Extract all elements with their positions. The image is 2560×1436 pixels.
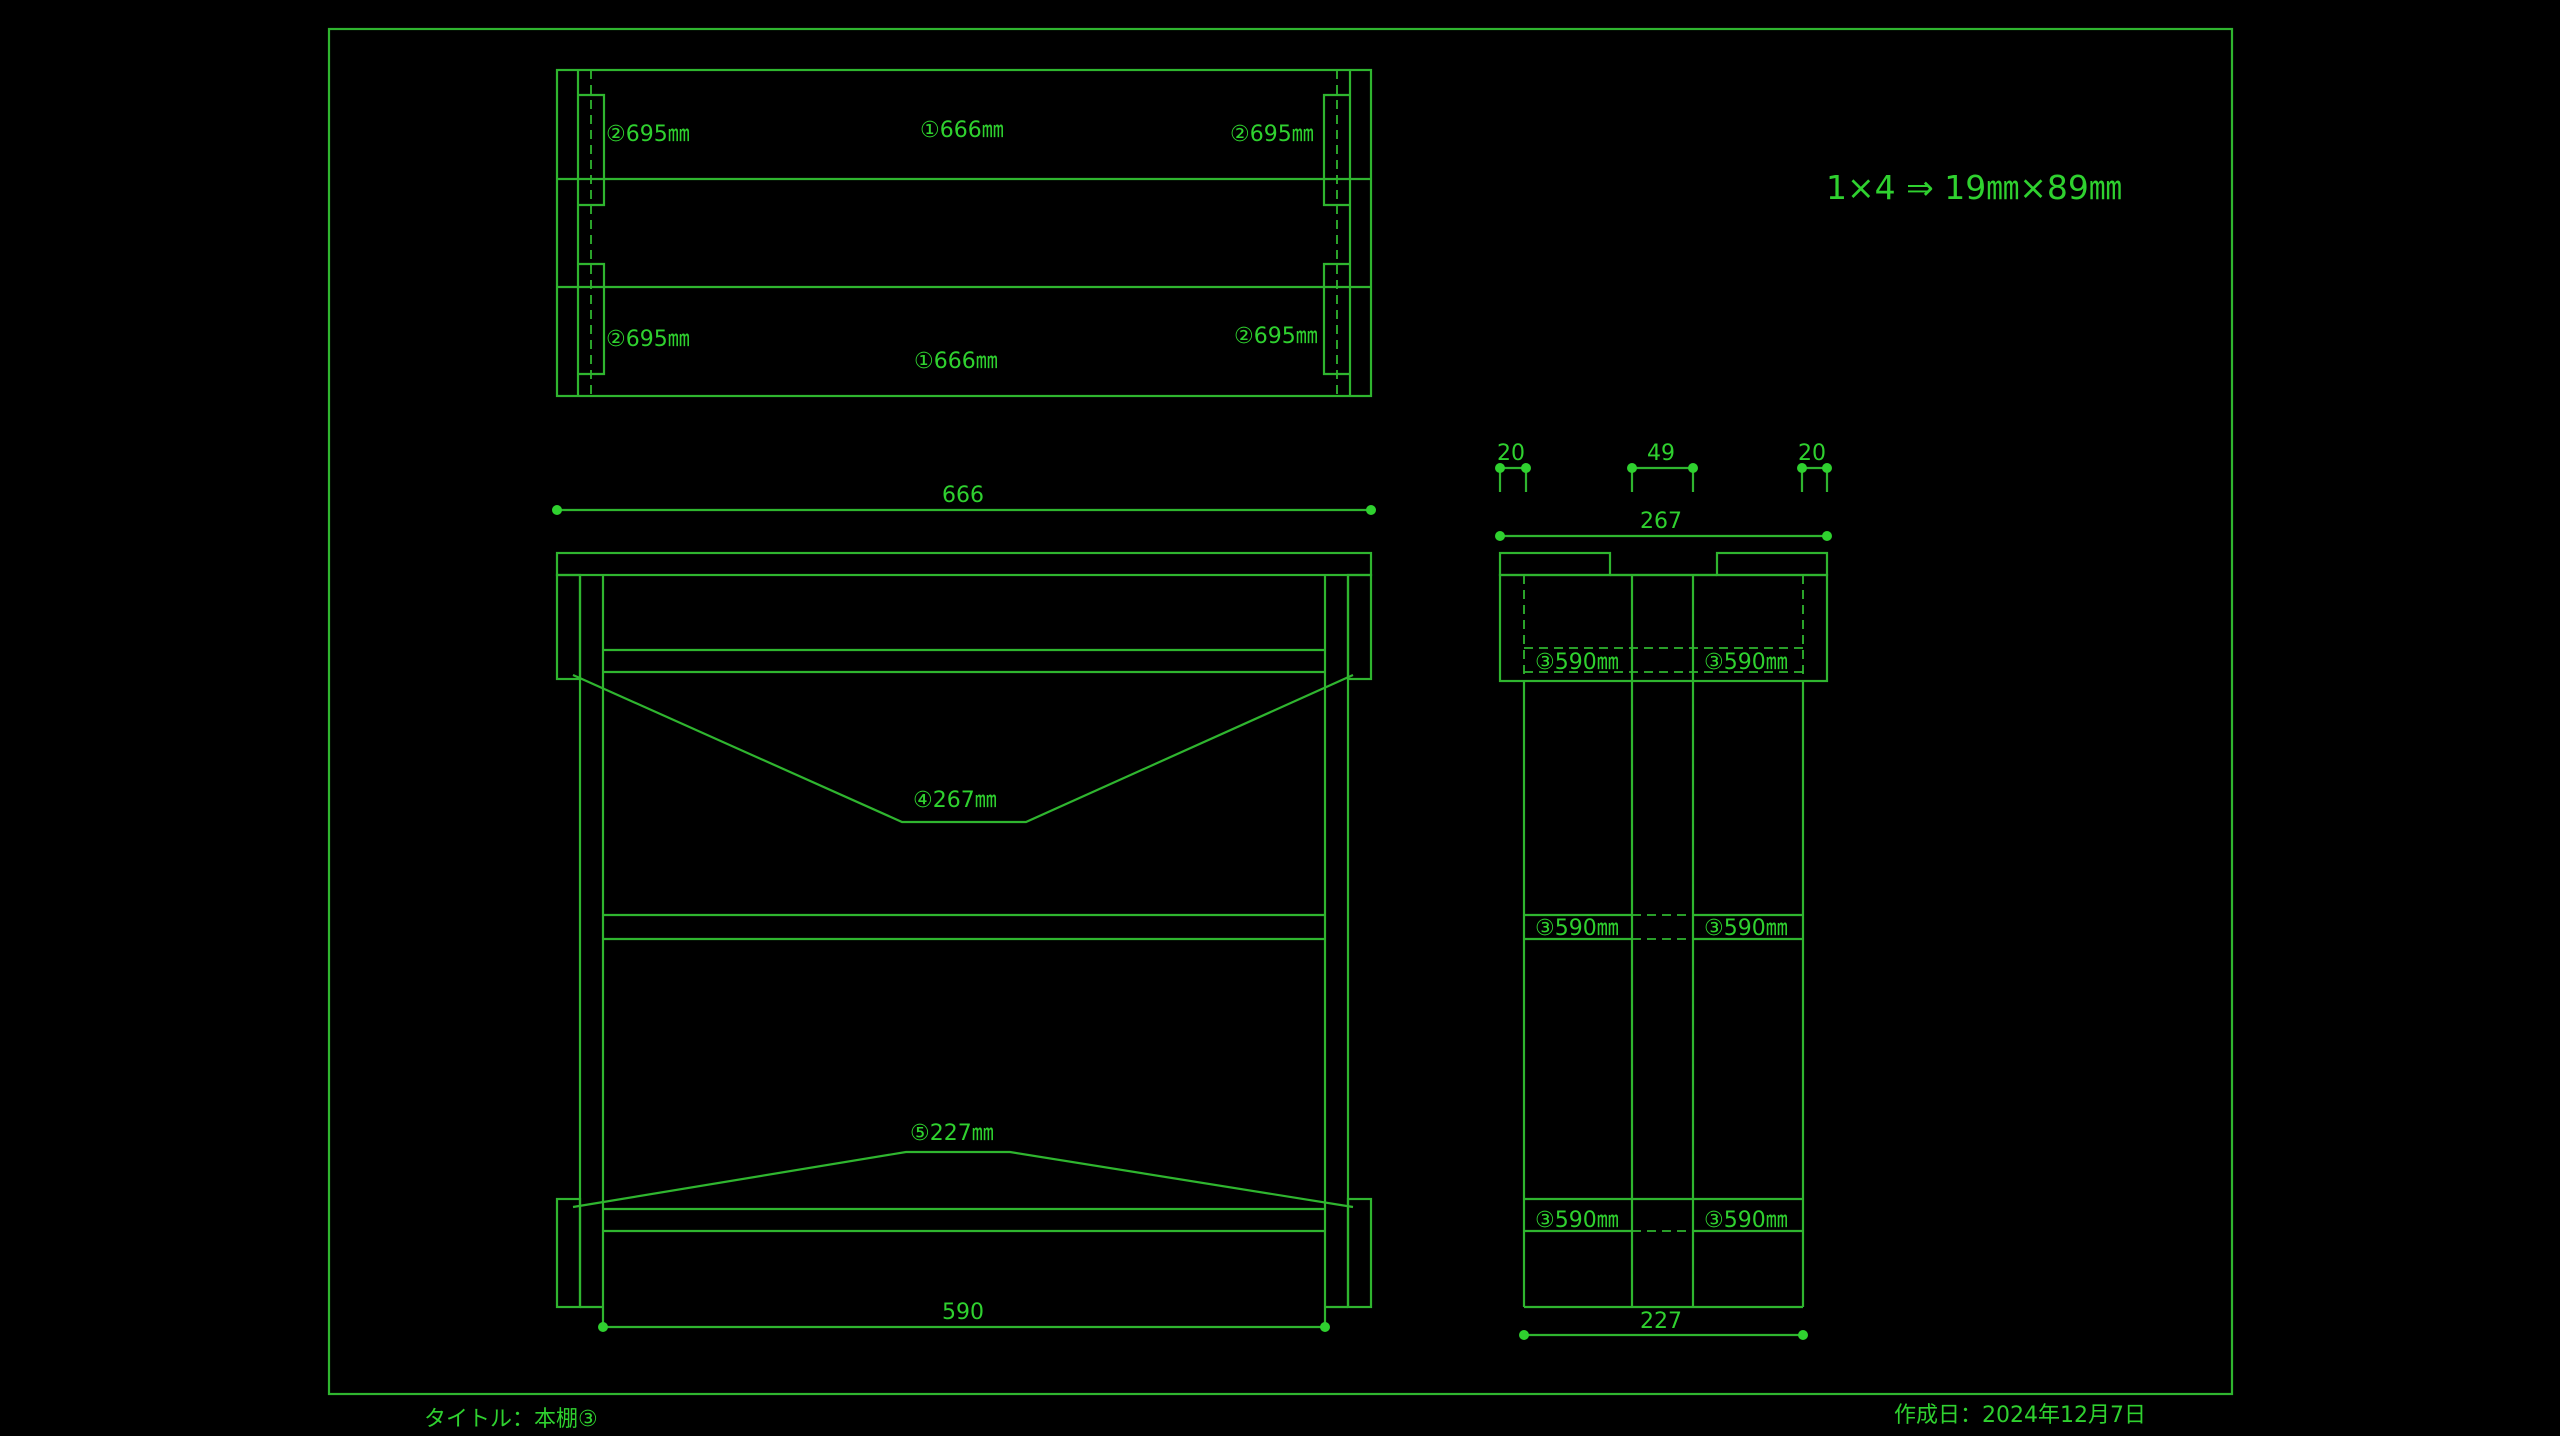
top-label-bottom-right: ②695㎜: [1234, 324, 1318, 349]
drawing-frame: [327, 27, 2234, 1396]
top-label-bottom-center: ①666㎜: [914, 349, 998, 374]
side-dim-left-gap: 20: [1497, 441, 1525, 466]
footer-title: タイトル：本棚③: [424, 1407, 598, 1432]
top-label-bottom-left: ②695㎜: [606, 327, 690, 352]
front-label-lower-brace: ⑤227㎜: [910, 1121, 994, 1146]
front-label-upper-brace: ④267㎜: [913, 788, 997, 813]
side-view: 20 49 20 267: [1495, 441, 1832, 1340]
top-label-top-left: ②695㎜: [606, 122, 690, 147]
front-dim-bottom: 590: [942, 1300, 984, 1325]
top-view: ②695㎜ ①666㎜ ②695㎜ ②695㎜ ①666㎜ ②695㎜: [555, 68, 1373, 398]
side-dim-right-gap: 20: [1798, 441, 1826, 466]
top-label-top-center: ①666㎜: [920, 118, 1004, 143]
top-label-top-right: ②695㎜: [1230, 122, 1314, 147]
spec-note: 1×4 ⇒ 19㎜×89㎜: [1826, 168, 2122, 207]
side-label-mid-right: ③590㎜: [1704, 916, 1788, 941]
side-label-top-left: ③590㎜: [1535, 650, 1619, 675]
side-label-bot-left: ③590㎜: [1535, 1208, 1619, 1233]
side-label-mid-left: ③590㎜: [1535, 916, 1619, 941]
side-label-bot-right: ③590㎜: [1704, 1208, 1788, 1233]
side-label-top-right: ③590㎜: [1704, 650, 1788, 675]
front-dim-top: 666: [942, 483, 984, 508]
side-dim-center-gap: 49: [1647, 441, 1675, 466]
side-dim-width: 267: [1640, 509, 1682, 534]
front-view: 666 ④267㎜ ⑤227㎜ 590: [552, 483, 1376, 1332]
footer-date: 作成日：2024年12月7日: [1894, 1403, 2146, 1428]
side-dim-bottom: 227: [1640, 1309, 1682, 1334]
